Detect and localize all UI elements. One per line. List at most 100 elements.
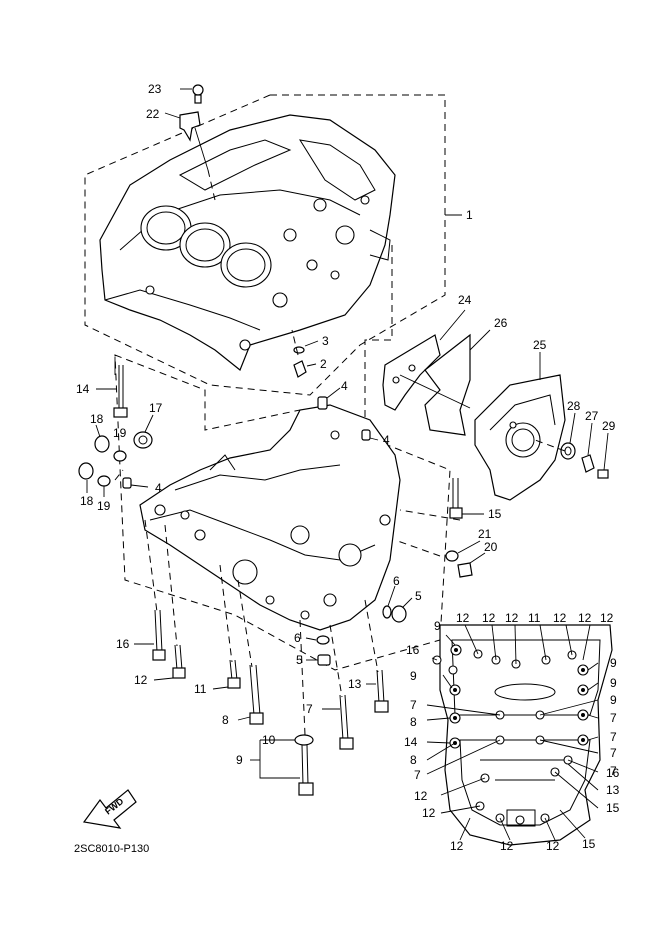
guide-lines	[114, 169, 566, 736]
upper-crankcase	[99, 114, 396, 371]
callout-16: 16	[116, 637, 130, 651]
detail-right-7: 16	[606, 766, 620, 780]
bolt-11	[212, 659, 241, 690]
plug-2	[293, 360, 317, 378]
detail-top-5: 12	[578, 611, 592, 625]
detail-right-8: 13	[606, 783, 620, 797]
detail-left-0: 9	[434, 619, 441, 633]
fwd-arrow-icon: FWD	[82, 789, 137, 829]
detail-left-5: 14	[404, 735, 418, 749]
detail-right-1: 9	[610, 676, 617, 690]
detail-left-7: 7	[414, 768, 421, 782]
callout-27: 27	[585, 409, 599, 423]
bottom-view-leaders	[426, 624, 599, 841]
plug-5-right	[391, 597, 413, 623]
dowel-4-c	[122, 477, 149, 489]
callout-28: 28	[567, 399, 581, 413]
bolt-14	[96, 365, 128, 418]
callout-5b: 5	[296, 653, 303, 667]
bracket-22	[164, 111, 209, 171]
callout-10: 10	[262, 733, 276, 747]
detail-right-2: 9	[610, 693, 617, 707]
cover-assembly-outline	[364, 245, 393, 420]
detail-right-9: 15	[606, 801, 620, 815]
detail-right-5: 7	[610, 746, 617, 760]
detail-right-0: 9	[610, 656, 617, 670]
callout-labels: 1 2 3 4 4 4 5 5 6 6 7 8 9 10 11 12 13 14…	[76, 82, 616, 767]
detail-left-2: 9	[410, 669, 417, 683]
bolt-29	[597, 432, 609, 479]
bolt-13	[366, 669, 389, 713]
plug-5-lower	[306, 654, 331, 666]
bolt-8	[237, 664, 264, 725]
callout-8: 8	[222, 713, 229, 727]
detail-right-3: 7	[610, 711, 617, 725]
plug-20	[457, 552, 486, 578]
callout-3: 3	[322, 334, 329, 348]
callout-4c: 4	[155, 481, 162, 495]
washer-21	[445, 540, 481, 562]
detail-left-4: 8	[410, 715, 417, 729]
callout-17: 17	[149, 401, 163, 415]
callout-23: 23	[148, 82, 162, 96]
cover-25	[399, 352, 566, 501]
gasket-26	[424, 329, 491, 436]
callout-15: 15	[488, 507, 502, 521]
washer-19-b	[97, 475, 111, 497]
detail-top-0: 12	[456, 611, 470, 625]
dowel-4-b	[361, 429, 379, 441]
detail-left-3: 7	[410, 698, 417, 712]
callout-20: 20	[484, 540, 498, 554]
washer-6-right	[382, 585, 396, 619]
detail-top-4: 12	[553, 611, 567, 625]
callout-11: 11	[194, 682, 207, 696]
callout-6a: 6	[393, 574, 400, 588]
callout-19a: 19	[113, 426, 127, 440]
callout-19b: 19	[97, 499, 111, 513]
callout-4b: 4	[383, 433, 390, 447]
detail-top-6: 12	[600, 611, 614, 625]
seal-17	[133, 414, 154, 449]
callout-18b: 18	[80, 494, 94, 508]
detail-bottom-2: 12	[546, 839, 560, 853]
callout-29: 29	[602, 419, 616, 433]
bottom-view-bolt-holes	[432, 644, 589, 825]
seal-18-a	[94, 424, 110, 453]
cover-24	[382, 309, 466, 411]
seal-18-b	[78, 462, 94, 493]
bolt-23	[180, 84, 204, 104]
detail-inner-2: 12	[422, 806, 436, 820]
callout-13: 13	[348, 677, 362, 691]
detail-right-4: 7	[610, 730, 617, 744]
callout-6b: 6	[294, 631, 301, 645]
dowel-4-a	[317, 387, 341, 410]
callout-4a: 4	[341, 379, 348, 393]
callout-1: 1	[466, 208, 473, 222]
diagram-code: 2SC8010-P130	[74, 843, 149, 855]
detail-left-1: 16	[406, 643, 420, 657]
washer-6-lower	[305, 635, 330, 645]
callout-14: 14	[76, 382, 90, 396]
callout-7: 7	[306, 702, 313, 716]
bolt-7	[322, 694, 354, 750]
bolt-15	[449, 478, 484, 519]
detail-inner-1: 12	[414, 789, 428, 803]
callout-12: 12	[134, 673, 148, 687]
detail-top-2: 12	[505, 611, 519, 625]
callout-26: 26	[494, 316, 508, 330]
callout-9: 9	[236, 753, 243, 767]
upper-assembly-outline	[84, 94, 446, 396]
bolt-12	[153, 644, 186, 681]
callout-21: 21	[478, 527, 492, 541]
detail-right-6: 7	[610, 764, 617, 778]
lower-crankcase	[139, 404, 401, 631]
bolt-16	[134, 609, 166, 661]
detail-callout-labels: 12 12 12 11 12 12 12 9 16 9 7 8 14 8 7 9…	[404, 611, 620, 853]
detail-bottom-0: 12	[450, 839, 464, 853]
callout-24: 24	[458, 293, 472, 307]
callout-18a: 18	[90, 412, 104, 426]
callout-5a: 5	[415, 589, 422, 603]
lower-assembly-outline	[114, 354, 451, 671]
